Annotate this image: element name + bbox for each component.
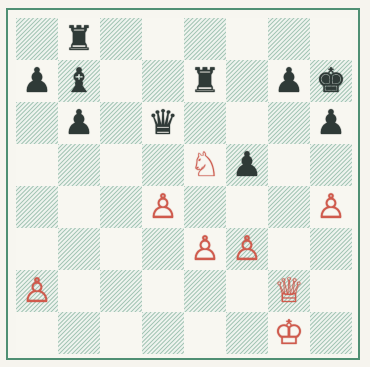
black-pawn-icon[interactable]: ♟ [64,106,94,140]
square-f8[interactable] [226,18,268,60]
square-h1[interactable] [310,312,352,354]
white-pawn-icon[interactable]: ♙ [232,232,262,266]
square-d7[interactable] [142,60,184,102]
square-a6[interactable] [16,102,58,144]
square-d1[interactable] [142,312,184,354]
white-pawn-icon[interactable]: ♙ [148,190,178,224]
square-g2[interactable]: ♕ [268,270,310,312]
square-h2[interactable] [310,270,352,312]
square-d5[interactable] [142,144,184,186]
square-b1[interactable] [58,312,100,354]
white-king-icon[interactable]: ♔ [274,316,304,350]
white-pawn-icon[interactable]: ♙ [190,232,220,266]
square-e5[interactable]: ♘ [184,144,226,186]
square-f3[interactable]: ♙ [226,228,268,270]
black-queen-icon[interactable]: ♛ [148,106,178,140]
square-h6[interactable]: ♟ [310,102,352,144]
square-g6[interactable] [268,102,310,144]
square-g4[interactable] [268,186,310,228]
square-h7[interactable]: ♚ [310,60,352,102]
square-g8[interactable] [268,18,310,60]
square-d3[interactable] [142,228,184,270]
square-g1[interactable]: ♔ [268,312,310,354]
square-c2[interactable] [100,270,142,312]
square-h3[interactable] [310,228,352,270]
square-d2[interactable] [142,270,184,312]
square-c8[interactable] [100,18,142,60]
square-c5[interactable] [100,144,142,186]
white-pawn-icon[interactable]: ♙ [316,190,346,224]
square-h5[interactable] [310,144,352,186]
square-e4[interactable] [184,186,226,228]
square-b5[interactable] [58,144,100,186]
square-b7[interactable]: ♝ [58,60,100,102]
square-h4[interactable]: ♙ [310,186,352,228]
square-a3[interactable] [16,228,58,270]
white-knight-icon[interactable]: ♘ [190,148,220,182]
square-e6[interactable] [184,102,226,144]
square-f5[interactable]: ♟ [226,144,268,186]
black-pawn-icon[interactable]: ♟ [274,64,304,98]
square-f7[interactable] [226,60,268,102]
square-e1[interactable] [184,312,226,354]
square-a8[interactable] [16,18,58,60]
square-f2[interactable] [226,270,268,312]
square-h8[interactable] [310,18,352,60]
white-queen-icon[interactable]: ♕ [274,274,304,308]
square-f4[interactable] [226,186,268,228]
square-d8[interactable] [142,18,184,60]
black-pawn-icon[interactable]: ♟ [22,64,52,98]
square-e7[interactable]: ♜ [184,60,226,102]
black-pawn-icon[interactable]: ♟ [232,148,262,182]
chess-board-frame: ♜ ♟ ♝ ♜ ♟ ♚ ♟ ♛ ♟ ♘ ♟ ♙ ♙ ♙ ♙ ♙ ♕ ♔ [6,8,360,360]
square-e2[interactable] [184,270,226,312]
square-b4[interactable] [58,186,100,228]
square-c7[interactable] [100,60,142,102]
black-rook-icon[interactable]: ♜ [190,64,220,98]
white-pawn-icon[interactable]: ♙ [22,274,52,308]
square-a5[interactable] [16,144,58,186]
square-a1[interactable] [16,312,58,354]
square-e8[interactable] [184,18,226,60]
square-b6[interactable]: ♟ [58,102,100,144]
square-g7[interactable]: ♟ [268,60,310,102]
square-d4[interactable]: ♙ [142,186,184,228]
square-b3[interactable] [58,228,100,270]
square-e3[interactable]: ♙ [184,228,226,270]
square-c1[interactable] [100,312,142,354]
square-g5[interactable] [268,144,310,186]
black-rook-icon[interactable]: ♜ [64,22,94,56]
square-a2[interactable]: ♙ [16,270,58,312]
square-d6[interactable]: ♛ [142,102,184,144]
square-c3[interactable] [100,228,142,270]
black-bishop-icon[interactable]: ♝ [64,64,94,98]
square-b2[interactable] [58,270,100,312]
square-c4[interactable] [100,186,142,228]
square-f1[interactable] [226,312,268,354]
black-pawn-icon[interactable]: ♟ [316,106,346,140]
square-g3[interactable] [268,228,310,270]
square-a7[interactable]: ♟ [16,60,58,102]
square-f6[interactable] [226,102,268,144]
square-a4[interactable] [16,186,58,228]
black-king-icon[interactable]: ♚ [316,64,346,98]
chess-board: ♜ ♟ ♝ ♜ ♟ ♚ ♟ ♛ ♟ ♘ ♟ ♙ ♙ ♙ ♙ ♙ ♕ ♔ [16,18,352,354]
square-b8[interactable]: ♜ [58,18,100,60]
square-c6[interactable] [100,102,142,144]
